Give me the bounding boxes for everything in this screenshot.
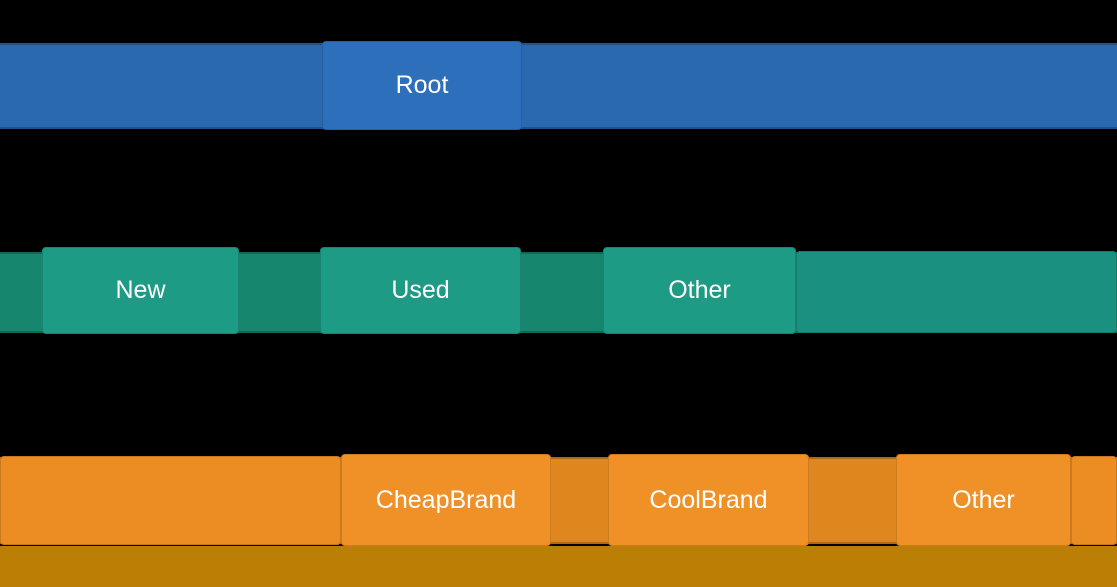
node-unlabeled[interactable] [0, 456, 341, 545]
node-label: CoolBrand [649, 485, 768, 514]
node-label: Root [395, 71, 449, 99]
node-new[interactable]: New [42, 247, 239, 334]
node-root[interactable]: Root [322, 41, 522, 130]
node-used[interactable]: Used [320, 247, 521, 334]
level-1-base-bar [0, 43, 1117, 129]
node-label: Used [391, 276, 450, 304]
node-label: Other [952, 485, 1015, 514]
cropped-deeper-level-bar[interactable] [0, 546, 1117, 587]
node-cheapbrand[interactable]: CheapBrand [341, 454, 551, 546]
node-coolbrand[interactable]: CoolBrand [608, 454, 809, 546]
node-label: CheapBrand [375, 485, 517, 514]
node-label: New [115, 276, 166, 304]
node-unlabeled[interactable] [1071, 456, 1117, 545]
node-unlabeled[interactable] [796, 251, 1117, 333]
node-other[interactable]: Other [603, 247, 796, 334]
node-other[interactable]: Other [896, 454, 1071, 546]
node-label: Other [668, 276, 731, 304]
